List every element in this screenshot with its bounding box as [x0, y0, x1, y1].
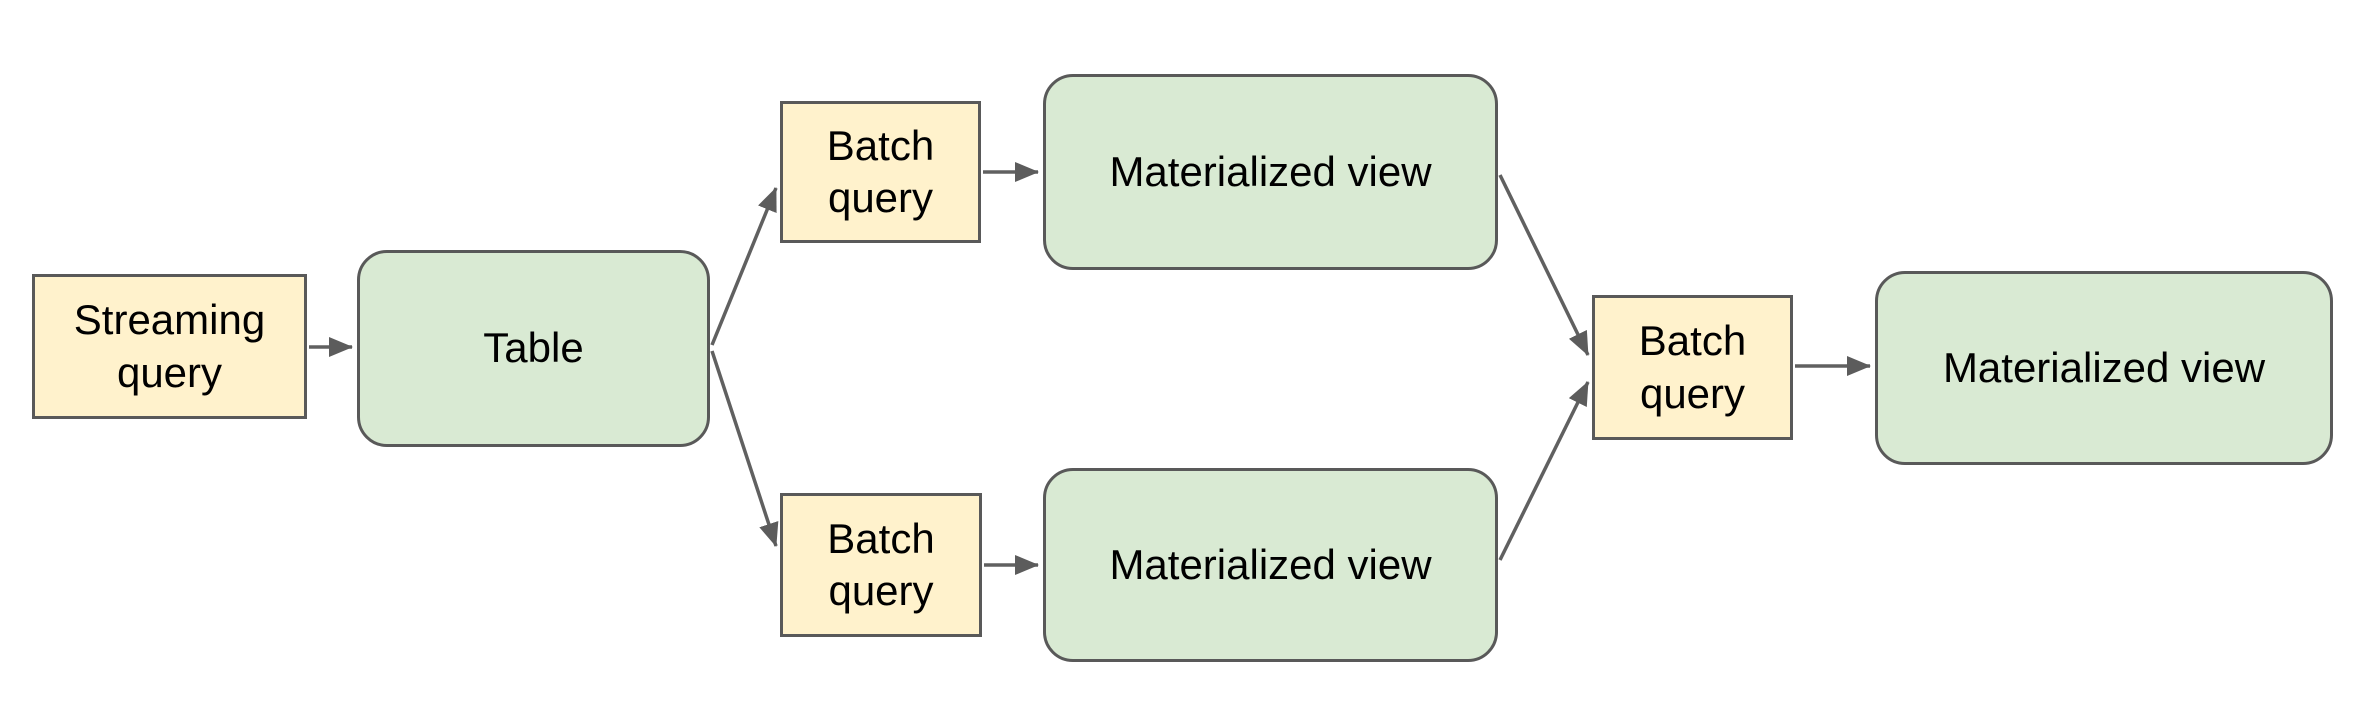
node-batch-query-merge: Batch query [1592, 295, 1793, 440]
node-materialized-view-top: Materialized view [1043, 74, 1498, 270]
node-label: Materialized view [1942, 343, 2266, 391]
edge-table-to-batch-query-top [710, 187, 778, 346]
node-materialized-view-final: Materialized view [1875, 271, 2333, 465]
node-batch-query-top: Batch query [780, 101, 981, 243]
node-label: Batch query [827, 514, 935, 615]
edge-table-to-batch-query-bottom [710, 350, 779, 547]
node-label: Materialized view [1109, 147, 1432, 195]
node-table: Table [357, 250, 710, 447]
node-label: Streaming query [73, 296, 266, 396]
edge-materialized-view-bottom-to-batch-query-merge [1498, 381, 1590, 561]
node-streaming-query: Streaming query [32, 274, 307, 419]
node-batch-query-bottom: Batch query [780, 493, 982, 637]
node-label: Table [483, 324, 584, 372]
node-label: Batch query [1638, 317, 1747, 417]
node-label: Batch query [826, 121, 935, 222]
edge-materialized-view-top-to-batch-query-merge [1498, 174, 1590, 356]
node-label: Materialized view [1109, 540, 1432, 588]
node-materialized-view-bottom: Materialized view [1043, 468, 1498, 662]
